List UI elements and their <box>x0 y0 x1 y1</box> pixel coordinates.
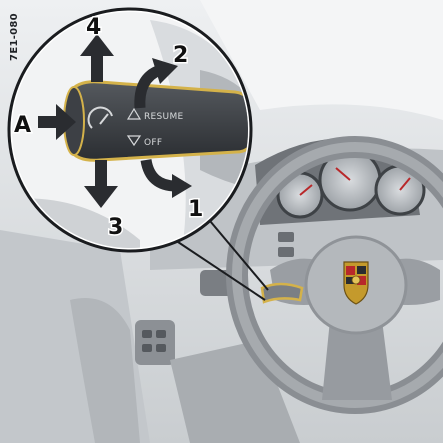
off-label: OFF <box>144 138 162 148</box>
window-switch-panel <box>135 320 175 365</box>
window-switch-1 <box>142 330 152 338</box>
figure-code: 7E1-080 <box>9 7 23 67</box>
label-a: A <box>14 113 31 138</box>
label-4: 4 <box>86 15 101 40</box>
crest-badge <box>344 262 368 304</box>
resume-label: RESUME <box>144 112 184 122</box>
stalk-location-highlight <box>262 284 302 302</box>
window-switch-4 <box>156 344 166 352</box>
window-switch-3 <box>142 344 152 352</box>
label-2: 2 <box>173 43 188 68</box>
label-1: 1 <box>188 197 203 222</box>
label-3: 3 <box>108 215 123 240</box>
window-switch-2 <box>156 330 166 338</box>
